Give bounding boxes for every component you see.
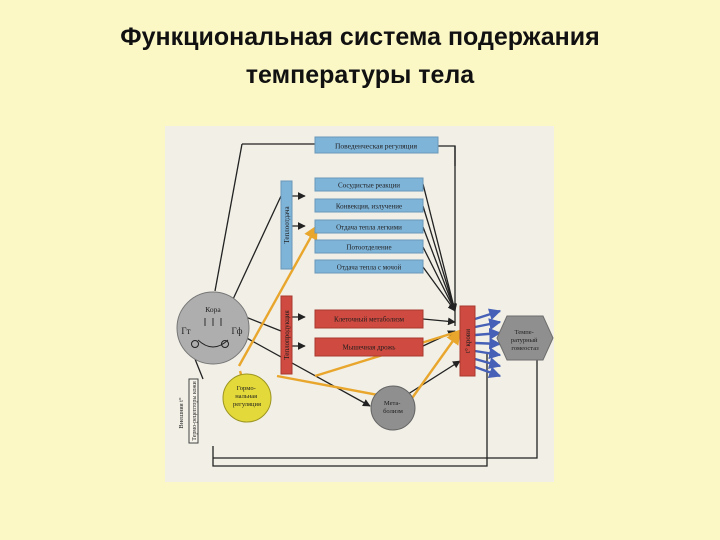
external-temperature-label: Внешняя t°: [178, 397, 185, 429]
brain-minus-node: [221, 340, 229, 348]
blood-temperature-label: t° крови: [464, 329, 472, 353]
heat-loss-bar: [280, 180, 293, 270]
shivering-label: Мышечная дрожь: [342, 344, 395, 352]
heat-loss-label: Теплоотдача: [283, 205, 291, 243]
hormonal-regulation-label: Гормо- нальная регуляция: [233, 385, 261, 408]
cell-metabolism-label: Клеточный метаболизм: [334, 316, 405, 324]
sweating-label: Потоотделение: [346, 244, 391, 252]
lung-heat-box: [314, 219, 424, 234]
temperature-homeostasis-hexagon: [496, 315, 554, 361]
skin-thermoreceptors-box: [188, 378, 199, 444]
hormonal-line-3: регуляция: [233, 401, 261, 408]
title-line-2: температуры тела: [245, 61, 475, 89]
cortex-label: Кора: [205, 305, 221, 314]
hormonal-regulation-circle: [222, 373, 272, 423]
urine-heat-box: [314, 259, 424, 274]
homeostasis-line-2: ратурный: [511, 337, 538, 344]
skin-thermoreceptors-label: Термо-рецепторы кожи: [192, 380, 198, 440]
brain-circle: [176, 291, 250, 365]
shivering-box: [314, 337, 424, 357]
sweating-box: [314, 239, 424, 254]
homeostasis-line-1: Темпе-: [515, 329, 534, 336]
temperature-homeostasis-label: Темпе- ратурный гомеостаз: [511, 329, 539, 352]
behavioral-regulation-box: [314, 136, 439, 154]
slide-title: Функциональная система подержания темпер…: [0, 18, 720, 94]
brain-inner-arrows: [197, 318, 229, 348]
heat-production-label: Теплопродукция: [283, 309, 291, 359]
vascular-reactions-label: Сосудистые реакции: [338, 182, 400, 190]
vascular-reactions-box: [314, 177, 424, 192]
diagram-svg: Поведенческая регуляция Теплоотдача Сосу…: [176, 136, 554, 467]
convection-label: Конвекция, излучение: [336, 203, 402, 211]
homeostasis-line-3: гомеостаз: [511, 345, 539, 352]
hormonal-line-2: нальная: [235, 393, 257, 400]
hormonal-line-1: Гормо-: [237, 385, 256, 392]
gt-label: Гт: [181, 326, 190, 336]
metabolism-line-1: Мета-: [384, 400, 401, 407]
title-line-1: Функциональная система подержания: [120, 23, 600, 51]
metabolism-label: Мета- болизм: [383, 400, 403, 415]
metabolism-line-2: болизм: [383, 408, 403, 415]
blue-fan-arrows: [474, 308, 502, 378]
blood-temperature-bar: [459, 305, 476, 377]
metabolism-circle: [370, 385, 416, 431]
lung-heat-label: Отдача тепла легкими: [336, 224, 402, 232]
convection-box: [314, 198, 424, 213]
cell-metabolism-box: [314, 309, 424, 329]
behavioral-regulation-label: Поведенческая регуляция: [335, 142, 418, 151]
heat-production-bar: [280, 295, 293, 375]
thermoregulation-diagram: Поведенческая регуляция Теплоотдача Сосу…: [165, 126, 554, 482]
gf-label: Гф: [231, 326, 242, 336]
brain-plus-node: [191, 340, 199, 348]
urine-heat-label: Отдача тепла с мочой: [337, 264, 402, 272]
